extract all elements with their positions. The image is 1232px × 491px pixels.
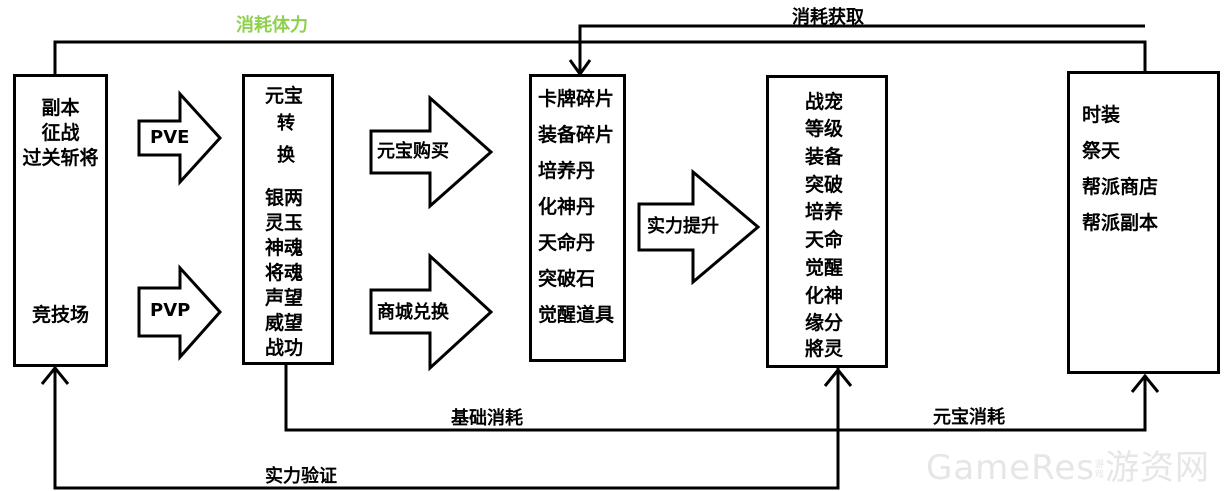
box4-item: 培养 xyxy=(805,201,844,223)
basic-consume-line xyxy=(284,365,1147,432)
box-resources: 元宝 银两 灵玉 神魂 将魂 声望 威望 战功 xyxy=(242,74,334,365)
box4-item: 缘分 xyxy=(805,312,844,334)
box2-item: 银两 xyxy=(265,187,304,209)
box3-item: 化神丹 xyxy=(538,196,596,218)
arrowhead-box5-bottom xyxy=(1130,373,1160,393)
consume-stamina-label: 消耗体力 xyxy=(236,15,308,36)
box5-item: 帮派商店 xyxy=(1082,176,1159,198)
box2-item: 神魂 xyxy=(265,237,304,259)
box-other-systems: 时装 祭天 帮派商店 帮派副本 xyxy=(1067,71,1220,374)
box3-item: 卡牌碎片 xyxy=(538,88,615,110)
box5-item: 时装 xyxy=(1082,104,1121,126)
box4-item: 等级 xyxy=(805,118,844,140)
basic-consume-label: 基础消耗 xyxy=(451,408,523,429)
box4-item: 將灵 xyxy=(805,338,844,360)
consume-obtain-line xyxy=(578,24,1145,74)
box3-item: 突破石 xyxy=(538,268,596,290)
box5-item: 祭天 xyxy=(1082,140,1121,162)
convert-label-1: 转 xyxy=(277,113,295,134)
shop-exchange-label: 商城兑换 xyxy=(377,302,449,323)
box-growth: 战宠 等级 装备 突破 培养 天命 觉醒 化神 缘分 將灵 xyxy=(766,75,888,368)
box2-item: 声望 xyxy=(265,287,304,309)
arrowhead-box4-bottom xyxy=(823,367,853,387)
box2-item: 战功 xyxy=(265,337,304,359)
strength-up-label: 实力提升 xyxy=(647,216,719,237)
box2-item: 将魂 xyxy=(265,262,304,284)
yuanbao-buy-label: 元宝购买 xyxy=(377,141,449,162)
strength-verify-label: 实力验证 xyxy=(265,466,337,487)
box4-item: 觉醒 xyxy=(805,257,844,279)
box5-item: 帮派副本 xyxy=(1082,212,1159,234)
shop-exchange-arrow xyxy=(369,252,494,372)
box1-item-arena: 竞技场 xyxy=(31,304,89,326)
pvp-label: PVP xyxy=(150,300,191,321)
pvp-arrow xyxy=(137,264,223,361)
strength-up-arrow xyxy=(637,168,761,286)
arrowhead-box1-bottom xyxy=(40,365,70,385)
yuanbao-consume-label: 元宝消耗 xyxy=(933,407,1005,428)
box1-item: 征战 xyxy=(41,122,80,144)
consume-stamina-line xyxy=(53,40,1147,74)
box4-item: 化神 xyxy=(805,285,844,307)
box1-item: 副本 xyxy=(41,97,80,119)
watermark-small: 游戏 xyxy=(1094,459,1105,480)
box4-item: 突破 xyxy=(805,174,844,196)
box-battle-modes: 副本 征战 过关斩将 竞技场 xyxy=(13,74,108,367)
box4-item: 装备 xyxy=(805,146,844,168)
watermark: GameRes游戏游资网 xyxy=(926,440,1210,489)
box1-item: 过关斩将 xyxy=(22,147,99,169)
box3-item: 培养丹 xyxy=(538,160,596,182)
box3-item: 觉醒道具 xyxy=(538,304,615,326)
pve-label: PVE xyxy=(150,127,190,148)
box3-item: 天命丹 xyxy=(538,232,596,254)
box-materials: 卡牌碎片 装备碎片 培养丹 化神丹 天命丹 突破石 觉醒道具 xyxy=(529,74,626,362)
yuanbao-buy-arrow xyxy=(369,94,494,210)
box4-item: 天命 xyxy=(805,229,844,251)
watermark-brand: GameRes xyxy=(926,448,1095,488)
pve-arrow xyxy=(137,90,223,186)
box2-item: 灵玉 xyxy=(265,212,304,234)
box2-item: 威望 xyxy=(265,312,304,334)
convert-label-2: 换 xyxy=(277,145,295,166)
box3-item: 装备碎片 xyxy=(538,124,615,146)
consume-obtain-label: 消耗获取 xyxy=(792,7,864,28)
strength-verify-line xyxy=(53,365,840,490)
box2-title: 元宝 xyxy=(265,85,304,107)
watermark-cn: 游资网 xyxy=(1104,448,1210,488)
box4-item: 战宠 xyxy=(805,91,844,113)
